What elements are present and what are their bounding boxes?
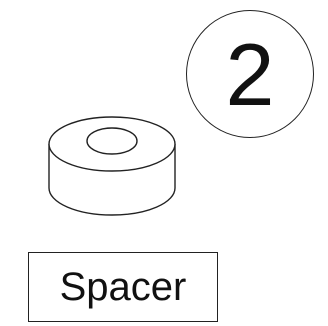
spacer-top-face <box>48 116 176 172</box>
part-name-label: Spacer <box>59 265 187 309</box>
part-label-box: Spacer <box>28 252 218 322</box>
spacer-hole <box>86 127 138 155</box>
step-number: 2 <box>225 25 275 124</box>
spacer-bottom-edge <box>48 187 176 216</box>
step-number-badge: 2 <box>186 10 314 138</box>
